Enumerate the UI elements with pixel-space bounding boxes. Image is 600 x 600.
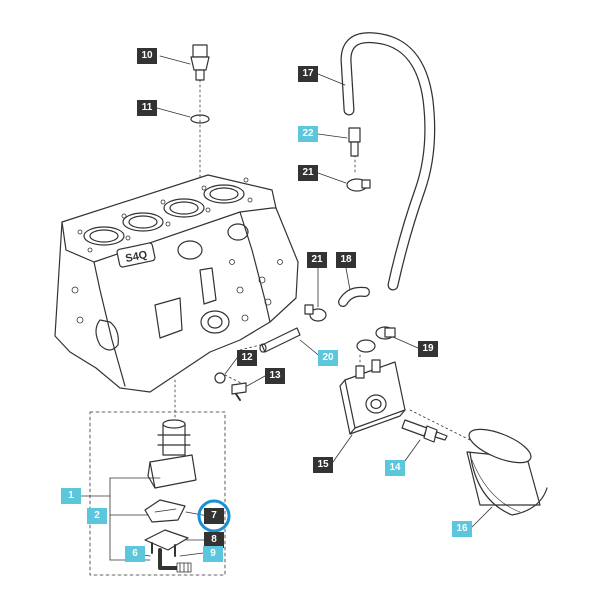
callout-22: 22 [298,126,318,142]
o-ring [214,372,226,384]
callout-6: 6 [125,546,145,562]
oil-pump-assembly-box [89,411,226,576]
callout-9: 9 [203,546,223,562]
hose-clamp-lower [304,304,327,322]
callout-10: 10 [137,48,157,64]
highlight-ring [197,499,231,533]
threaded-union [401,419,448,443]
callout-12: 12 [237,350,257,366]
cylinder-bores [83,184,245,246]
pump-cover [144,529,189,551]
oil-cooler [339,359,406,435]
oil-tube [259,327,301,353]
oil-pressure-switch [190,44,210,81]
callout-19: 19 [418,341,438,357]
callout-16: 16 [452,521,472,537]
callout-17: 17 [298,66,318,82]
callout-11: 11 [137,100,157,116]
callout-8: 8 [204,532,224,548]
oil-pump [147,419,197,489]
strainer-screen [176,562,192,573]
plug-bolt [231,382,247,401]
callout-2: 2 [87,508,107,524]
callout-21-upper: 21 [298,165,318,181]
head-bolt-holes [77,177,253,253]
center-lines [174,79,471,441]
callout-20: 20 [318,350,338,366]
pump-gasket [144,499,186,523]
cylinder-block [54,174,299,393]
callout-14: 14 [385,460,405,476]
oil-filter [466,428,548,516]
sealing-washer [190,114,210,124]
hose-fitting [348,127,361,157]
callout-21-lower: 21 [307,252,327,268]
leader-lines [74,55,493,561]
engine-emblem [116,242,156,268]
pump-bolt [151,542,176,557]
callout-7: 7 [204,508,224,524]
engine-emblem-text: S4Q [124,249,148,265]
hose-clamp-upper [346,178,371,192]
callout-13: 13 [265,368,285,384]
callout-18: 18 [336,252,356,268]
hose-clamp-19 [356,326,396,353]
callout-15: 15 [313,457,333,473]
callout-1: 1 [61,488,81,504]
